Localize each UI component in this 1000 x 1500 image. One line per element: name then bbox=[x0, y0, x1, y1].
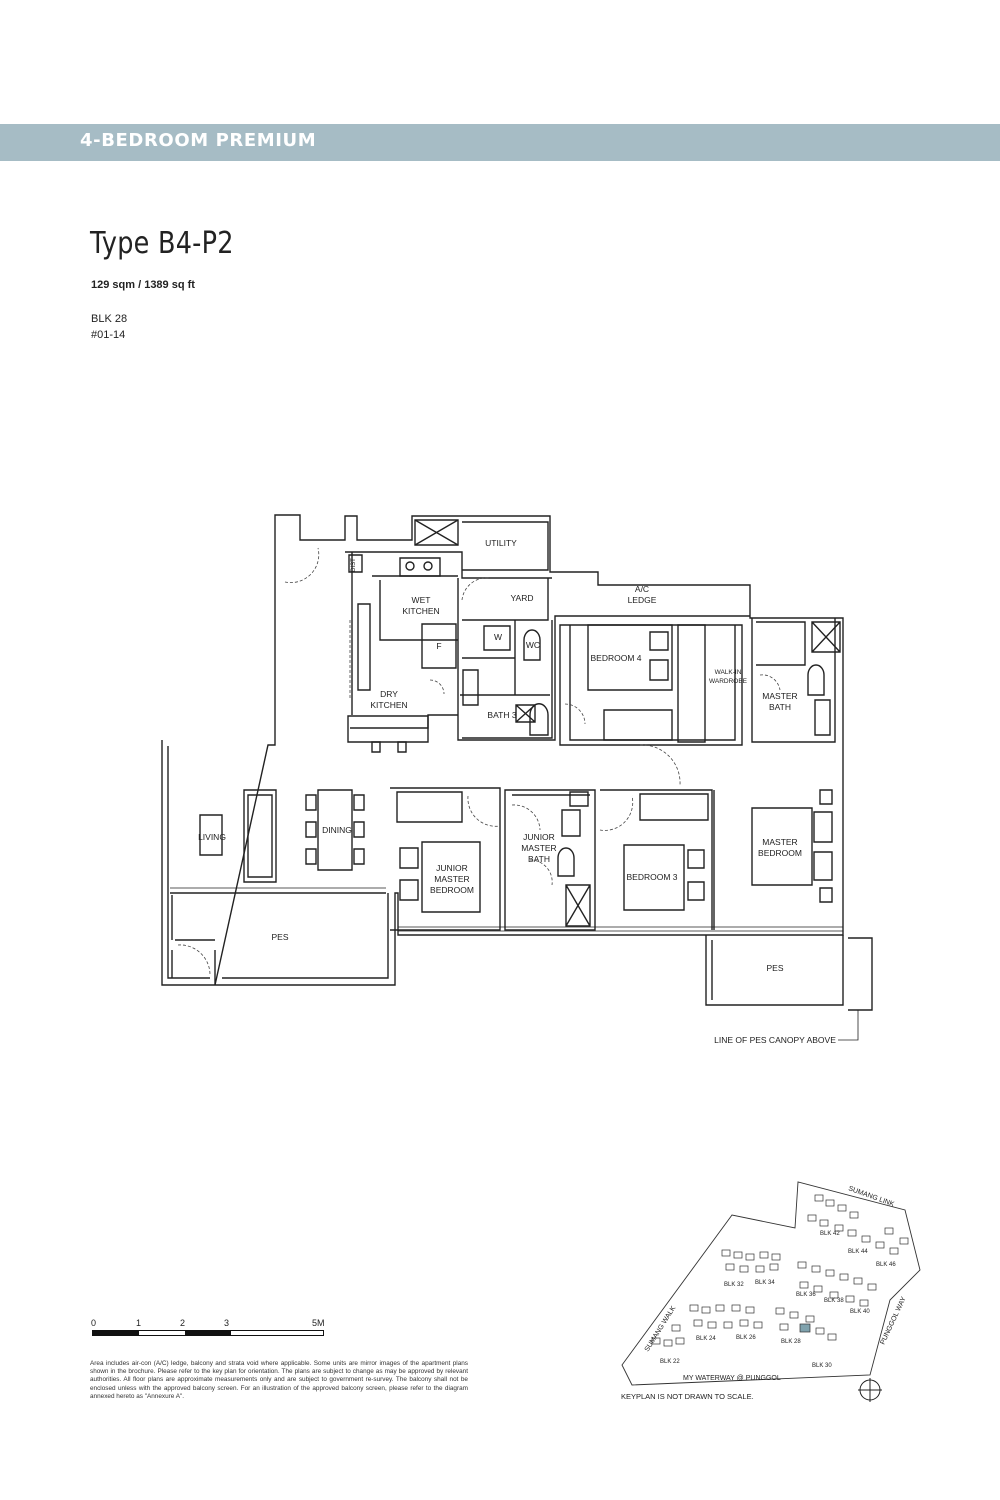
canopy-leader-line bbox=[838, 1010, 859, 1041]
room-label-fridge: F bbox=[436, 641, 441, 651]
room-label-junior-master-bedroom-1: JUNIOR bbox=[436, 863, 468, 873]
room-label-master-bedroom-2: BEDROOM bbox=[758, 848, 802, 858]
room-label-dry-kitchen-1: DRY bbox=[380, 689, 398, 699]
room-label-junior-master-bath-1: JUNIOR bbox=[523, 832, 555, 842]
scale-label-3: 3 bbox=[224, 1318, 230, 1328]
keyplan-blk-24: BLK 24 bbox=[696, 1336, 716, 1342]
room-label-utility: UTILITY bbox=[485, 538, 517, 548]
room-label-junior-master-bedroom-3: BEDROOM bbox=[430, 885, 474, 895]
scale-label-1: 1 bbox=[136, 1318, 142, 1328]
header-banner: 4-BEDROOM PREMIUM bbox=[0, 124, 1000, 161]
unit-block: BLK 28 bbox=[91, 313, 128, 325]
exterior-wall bbox=[161, 514, 844, 986]
keyplan-blk-34: BLK 34 bbox=[755, 1280, 775, 1286]
room-label-ac-ledge-2: LEDGE bbox=[628, 595, 657, 605]
scale-label-0: 0 bbox=[91, 1318, 97, 1328]
keyplan-road-south: MY WATERWAY @ PUNGGOL bbox=[683, 1375, 781, 1382]
room-label-dining: DINING bbox=[322, 825, 352, 835]
disclaimer-text: Area includes air-con (A/C) ledge, balco… bbox=[90, 1360, 468, 1400]
canopy-note: LINE OF PES CANOPY ABOVE bbox=[714, 1035, 836, 1045]
scale-bar bbox=[92, 1330, 324, 1336]
banner-title: 4-BEDROOM PREMIUM bbox=[80, 130, 317, 151]
room-label-washer: W bbox=[494, 632, 502, 642]
room-label-pes-left: PES bbox=[271, 932, 288, 942]
room-label-bath3: BATH 3 bbox=[487, 710, 516, 720]
keyplan-blk-46: BLK 46 bbox=[876, 1262, 896, 1268]
room-label-wet-kitchen-2: KITCHEN bbox=[402, 606, 439, 616]
keyplan: BLK 42 BLK 44 BLK 46 BLK 32 BLK 34 BLK 3… bbox=[621, 1181, 921, 1386]
room-label-master-bedroom-1: MASTER bbox=[762, 837, 797, 847]
room-label-dist: DIST bbox=[351, 558, 357, 572]
room-label-junior-master-bath-3: BATH bbox=[528, 854, 550, 864]
room-label-master-bath-1: MASTER bbox=[762, 691, 797, 701]
north-arrow-icon bbox=[858, 1378, 882, 1402]
keyplan-blk-42: BLK 42 bbox=[820, 1231, 840, 1237]
keyplan-note: KEYPLAN IS NOT DRAWN TO SCALE. bbox=[621, 1392, 754, 1401]
keyplan-blk-44: BLK 44 bbox=[848, 1249, 868, 1255]
room-label-bedroom4: BEDROOM 4 bbox=[590, 653, 641, 663]
room-label-bedroom3: BEDROOM 3 bbox=[626, 872, 677, 882]
scale-label-2: 2 bbox=[180, 1318, 186, 1328]
room-label-pes-right: PES bbox=[766, 963, 783, 973]
room-label-living: LIVING bbox=[198, 832, 226, 842]
keyplan-blk-38: BLK 38 bbox=[824, 1298, 844, 1304]
room-label-dry-kitchen-2: KITCHEN bbox=[370, 700, 407, 710]
room-label-junior-master-bedroom-2: MASTER bbox=[434, 874, 469, 884]
unit-area: 129 sqm / 1389 sq ft bbox=[91, 279, 195, 291]
keyplan-blk-36: BLK 36 bbox=[796, 1292, 816, 1298]
keyplan-blk-26: BLK 26 bbox=[736, 1335, 756, 1341]
keyplan-road-east: PUNGGOL WAY bbox=[879, 1296, 907, 1346]
keyplan-blk-40: BLK 40 bbox=[850, 1309, 870, 1315]
scale-label-5m: 5M bbox=[312, 1318, 325, 1328]
unit-number: #01-14 bbox=[91, 329, 126, 341]
keyplan-blk-22: BLK 22 bbox=[660, 1359, 680, 1365]
keyplan-unit-highlight bbox=[799, 1323, 811, 1333]
room-label-junior-master-bath-2: MASTER bbox=[521, 843, 556, 853]
keyplan-blk-30: BLK 30 bbox=[812, 1363, 832, 1369]
keyplan-blk-32: BLK 32 bbox=[724, 1282, 744, 1288]
room-label-master-bath-2: BATH bbox=[769, 702, 791, 712]
unit-type-title: Type B4-P2 bbox=[90, 226, 234, 261]
keyplan-blk-28: BLK 28 bbox=[781, 1339, 801, 1345]
room-label-walk-in-wardrobe-1: WALK-IN bbox=[715, 669, 742, 676]
room-label-wc: WC bbox=[526, 640, 540, 650]
room-label-yard: YARD bbox=[511, 593, 534, 603]
room-label-walk-in-wardrobe-2: WARDROBE bbox=[709, 678, 748, 685]
room-label-wet-kitchen-1: WET bbox=[412, 595, 431, 605]
room-label-ac-ledge-1: A/C bbox=[635, 584, 649, 594]
